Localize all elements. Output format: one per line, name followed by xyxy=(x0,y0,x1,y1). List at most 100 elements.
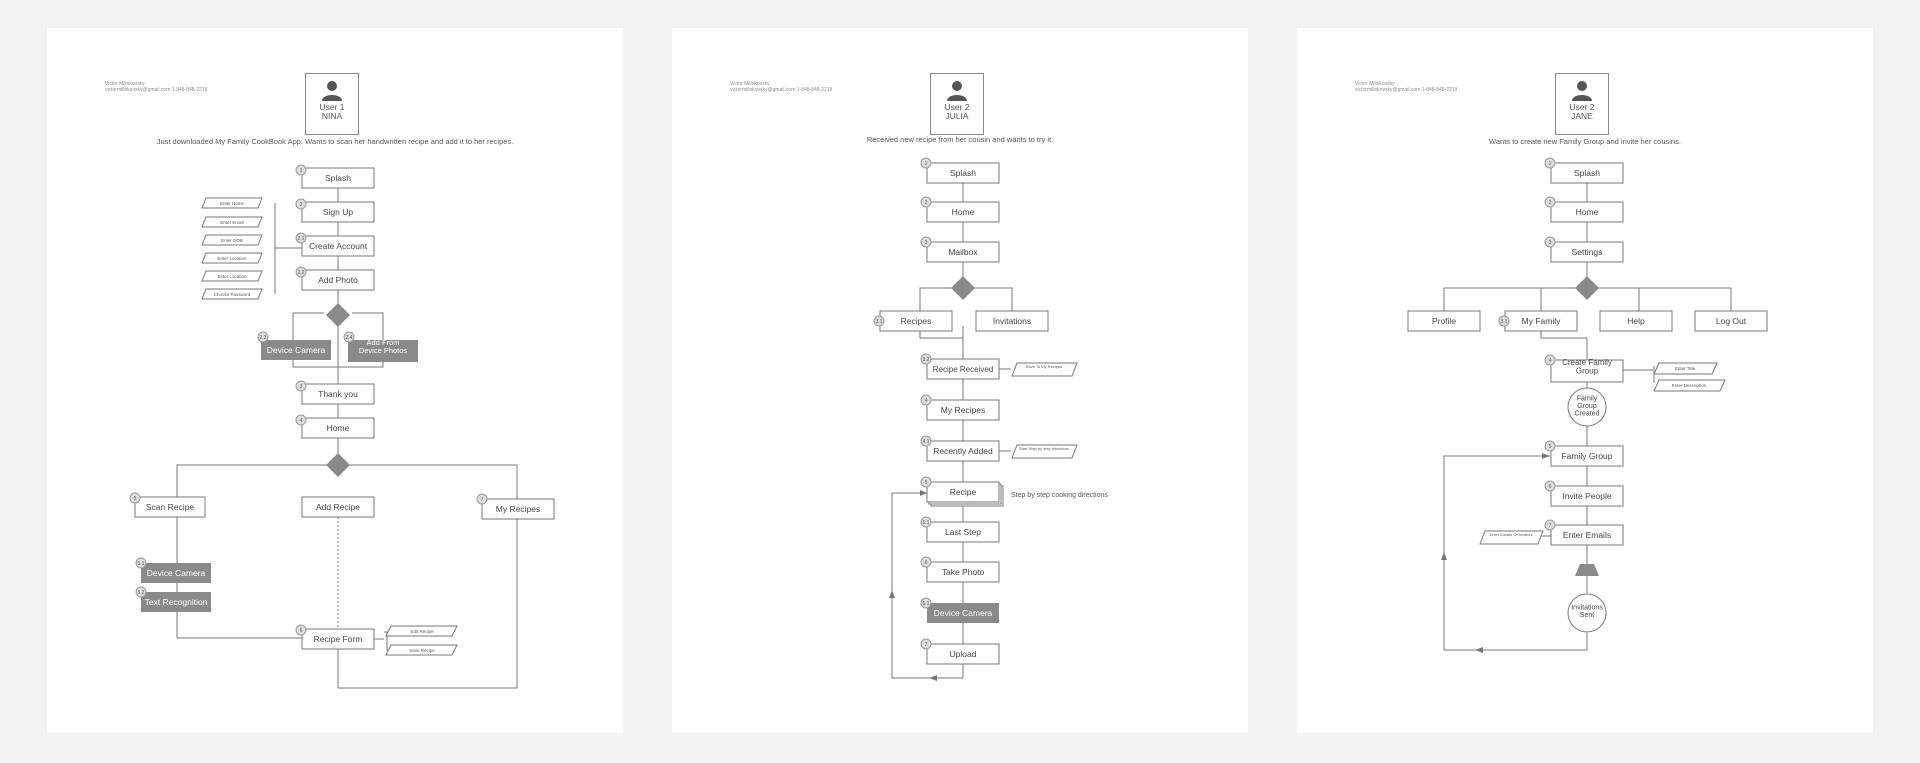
svg-text:2.3: 2.3 xyxy=(260,335,267,341)
node-scan-recipe: Scan Recipe xyxy=(134,496,206,518)
svg-text:Enter Emails Of Invitees: Enter Emails Of Invitees xyxy=(1490,532,1533,537)
node-signup: Sign Up xyxy=(301,201,375,223)
svg-text:7: 7 xyxy=(481,497,484,503)
svg-text:1: 1 xyxy=(1549,161,1552,167)
step-badge: 6 xyxy=(1544,480,1556,492)
svg-text:Profile: Profile xyxy=(1432,316,1456,326)
svg-text:5.2: 5.2 xyxy=(138,590,145,596)
manual-operation-shape xyxy=(1575,564,1599,576)
node-help: Help xyxy=(1599,310,1673,332)
svg-text:4: 4 xyxy=(925,398,928,404)
node-label: Sign Up xyxy=(323,207,354,217)
decision-diamond xyxy=(1575,276,1599,300)
node-mailbox: Mailbox xyxy=(926,241,1000,263)
flow-page-jane: Victor Milinkovsky victormilinkovsky@gma… xyxy=(1297,28,1873,733)
step-badge: 2.1 xyxy=(295,232,307,244)
svg-text:Settings: Settings xyxy=(1572,247,1603,257)
author-header: Victor Milinkovsky victormilinkovsky@gma… xyxy=(105,81,207,93)
svg-text:7: 7 xyxy=(925,642,928,648)
node-home: Home xyxy=(926,201,1000,223)
user-label: User 2 xyxy=(1569,102,1595,112)
node-label: Add Photo xyxy=(318,275,358,285)
node-invite-people: Invite People xyxy=(1550,485,1624,507)
svg-text:6: 6 xyxy=(1549,484,1552,490)
step-badge: 4 xyxy=(295,414,307,426)
svg-text:3.2: 3.2 xyxy=(923,357,930,363)
step-badge: 4.1 xyxy=(920,435,932,447)
node-label: My Recipes xyxy=(496,504,540,514)
step-badge: 2.3 xyxy=(257,331,269,343)
user-avatar-icon xyxy=(947,81,967,101)
svg-text:My Recipes: My Recipes xyxy=(941,405,985,415)
svg-text:Recipe Received: Recipe Received xyxy=(933,365,993,374)
step-badge: 5.1 xyxy=(135,557,147,569)
svg-text:Recipes: Recipes xyxy=(901,316,932,326)
input-label: Enter Location xyxy=(217,256,247,261)
input-label: Enter Location xyxy=(217,274,247,279)
svg-text:3.1: 3.1 xyxy=(876,319,883,325)
svg-text:Home: Home xyxy=(952,207,975,217)
svg-text:Enter Title: Enter Title xyxy=(1675,366,1696,371)
svg-text:6: 6 xyxy=(925,560,928,566)
note-step-by-step: Step by step cooking directions xyxy=(1011,492,1108,499)
step-badge: 5.1 xyxy=(920,516,932,528)
input-label: Choose Password xyxy=(214,292,251,297)
svg-text:Log Out: Log Out xyxy=(1716,316,1747,326)
node-label: Device Camera xyxy=(147,568,206,578)
node-upload: Upload xyxy=(926,643,1000,665)
svg-text:Enter Description: Enter Description xyxy=(1672,383,1707,388)
user-name: NINA xyxy=(321,111,343,121)
svg-text:4: 4 xyxy=(1549,358,1552,364)
svg-text:Device Camera: Device Camera xyxy=(934,608,993,618)
node-my-recipes: My Recipes xyxy=(481,498,555,520)
svg-text:4.1: 4.1 xyxy=(923,439,930,445)
node-take-photo: Take Photo xyxy=(926,561,1000,583)
user-card: User 1 NINA xyxy=(305,73,359,135)
step-badge: 2 xyxy=(1544,196,1556,208)
step-badge: 3 xyxy=(295,380,307,392)
author-name: Victor Milinkovsky xyxy=(1355,81,1395,87)
author-contact: victormilinkovsky@gmail.com 1-848-848-22… xyxy=(730,87,833,93)
svg-text:Invitations: Invitations xyxy=(993,316,1031,326)
svg-text:5.1: 5.1 xyxy=(923,520,930,526)
input-label: Edit Recipe xyxy=(410,629,434,634)
node-label: Thank you xyxy=(318,389,358,399)
step-badge: 7 xyxy=(1544,519,1556,531)
scenario-description: Just downloaded My Family CookBook App. … xyxy=(156,137,514,146)
node-label: Splash xyxy=(325,173,351,183)
node-recipes: Recipes xyxy=(879,310,953,332)
step-badge: 3.2 xyxy=(920,353,932,365)
step-badge: 5.2 xyxy=(135,586,147,598)
node-add-recipe: Add Recipe xyxy=(301,496,375,518)
user-avatar-icon xyxy=(1572,81,1592,101)
decision-diamond xyxy=(326,303,350,327)
note-save-to-recipes: Save To My Recipes xyxy=(1011,362,1078,377)
node-label: Add Recipe xyxy=(316,502,360,512)
node-recipe: Recipe xyxy=(926,481,1004,507)
svg-text:Family Group: Family Group xyxy=(1561,451,1612,461)
flowchart-nina: Enter Name Enter Email Enter DOB Enter L… xyxy=(129,164,555,689)
step-badge: 1 xyxy=(1544,157,1556,169)
svg-text:Save To My Recipes: Save To My Recipes xyxy=(1026,364,1062,369)
svg-text:3.1: 3.1 xyxy=(1501,319,1508,325)
svg-text:Help: Help xyxy=(1627,316,1645,326)
node-thank-you: Thank you xyxy=(301,383,375,405)
node-label: Device Camera xyxy=(267,345,326,355)
node-label: Recipe Form xyxy=(314,634,363,644)
svg-text:2: 2 xyxy=(300,202,303,208)
author-contact: victormilinkovsky@gmail.com 1-848-848-22… xyxy=(105,87,208,93)
svg-text:Take Photo: Take Photo xyxy=(942,567,985,577)
scenario-description: Received new recipe from her cousin and … xyxy=(866,135,1054,144)
node-label: Home xyxy=(327,423,350,433)
step-badge: 2 xyxy=(295,198,307,210)
input-field: Enter Location xyxy=(201,252,263,264)
node-device-camera-2: Device Camera xyxy=(141,563,211,583)
svg-text:1: 1 xyxy=(300,168,303,174)
svg-text:Start Step by step directions: Start Step by step directions xyxy=(1019,446,1069,451)
user-card: User 2 JULIA xyxy=(930,73,984,135)
node-my-recipes: My Recipes xyxy=(926,399,1000,421)
author-header: Victor Milinkovsky victormilinkovsky@gma… xyxy=(1355,81,1457,93)
